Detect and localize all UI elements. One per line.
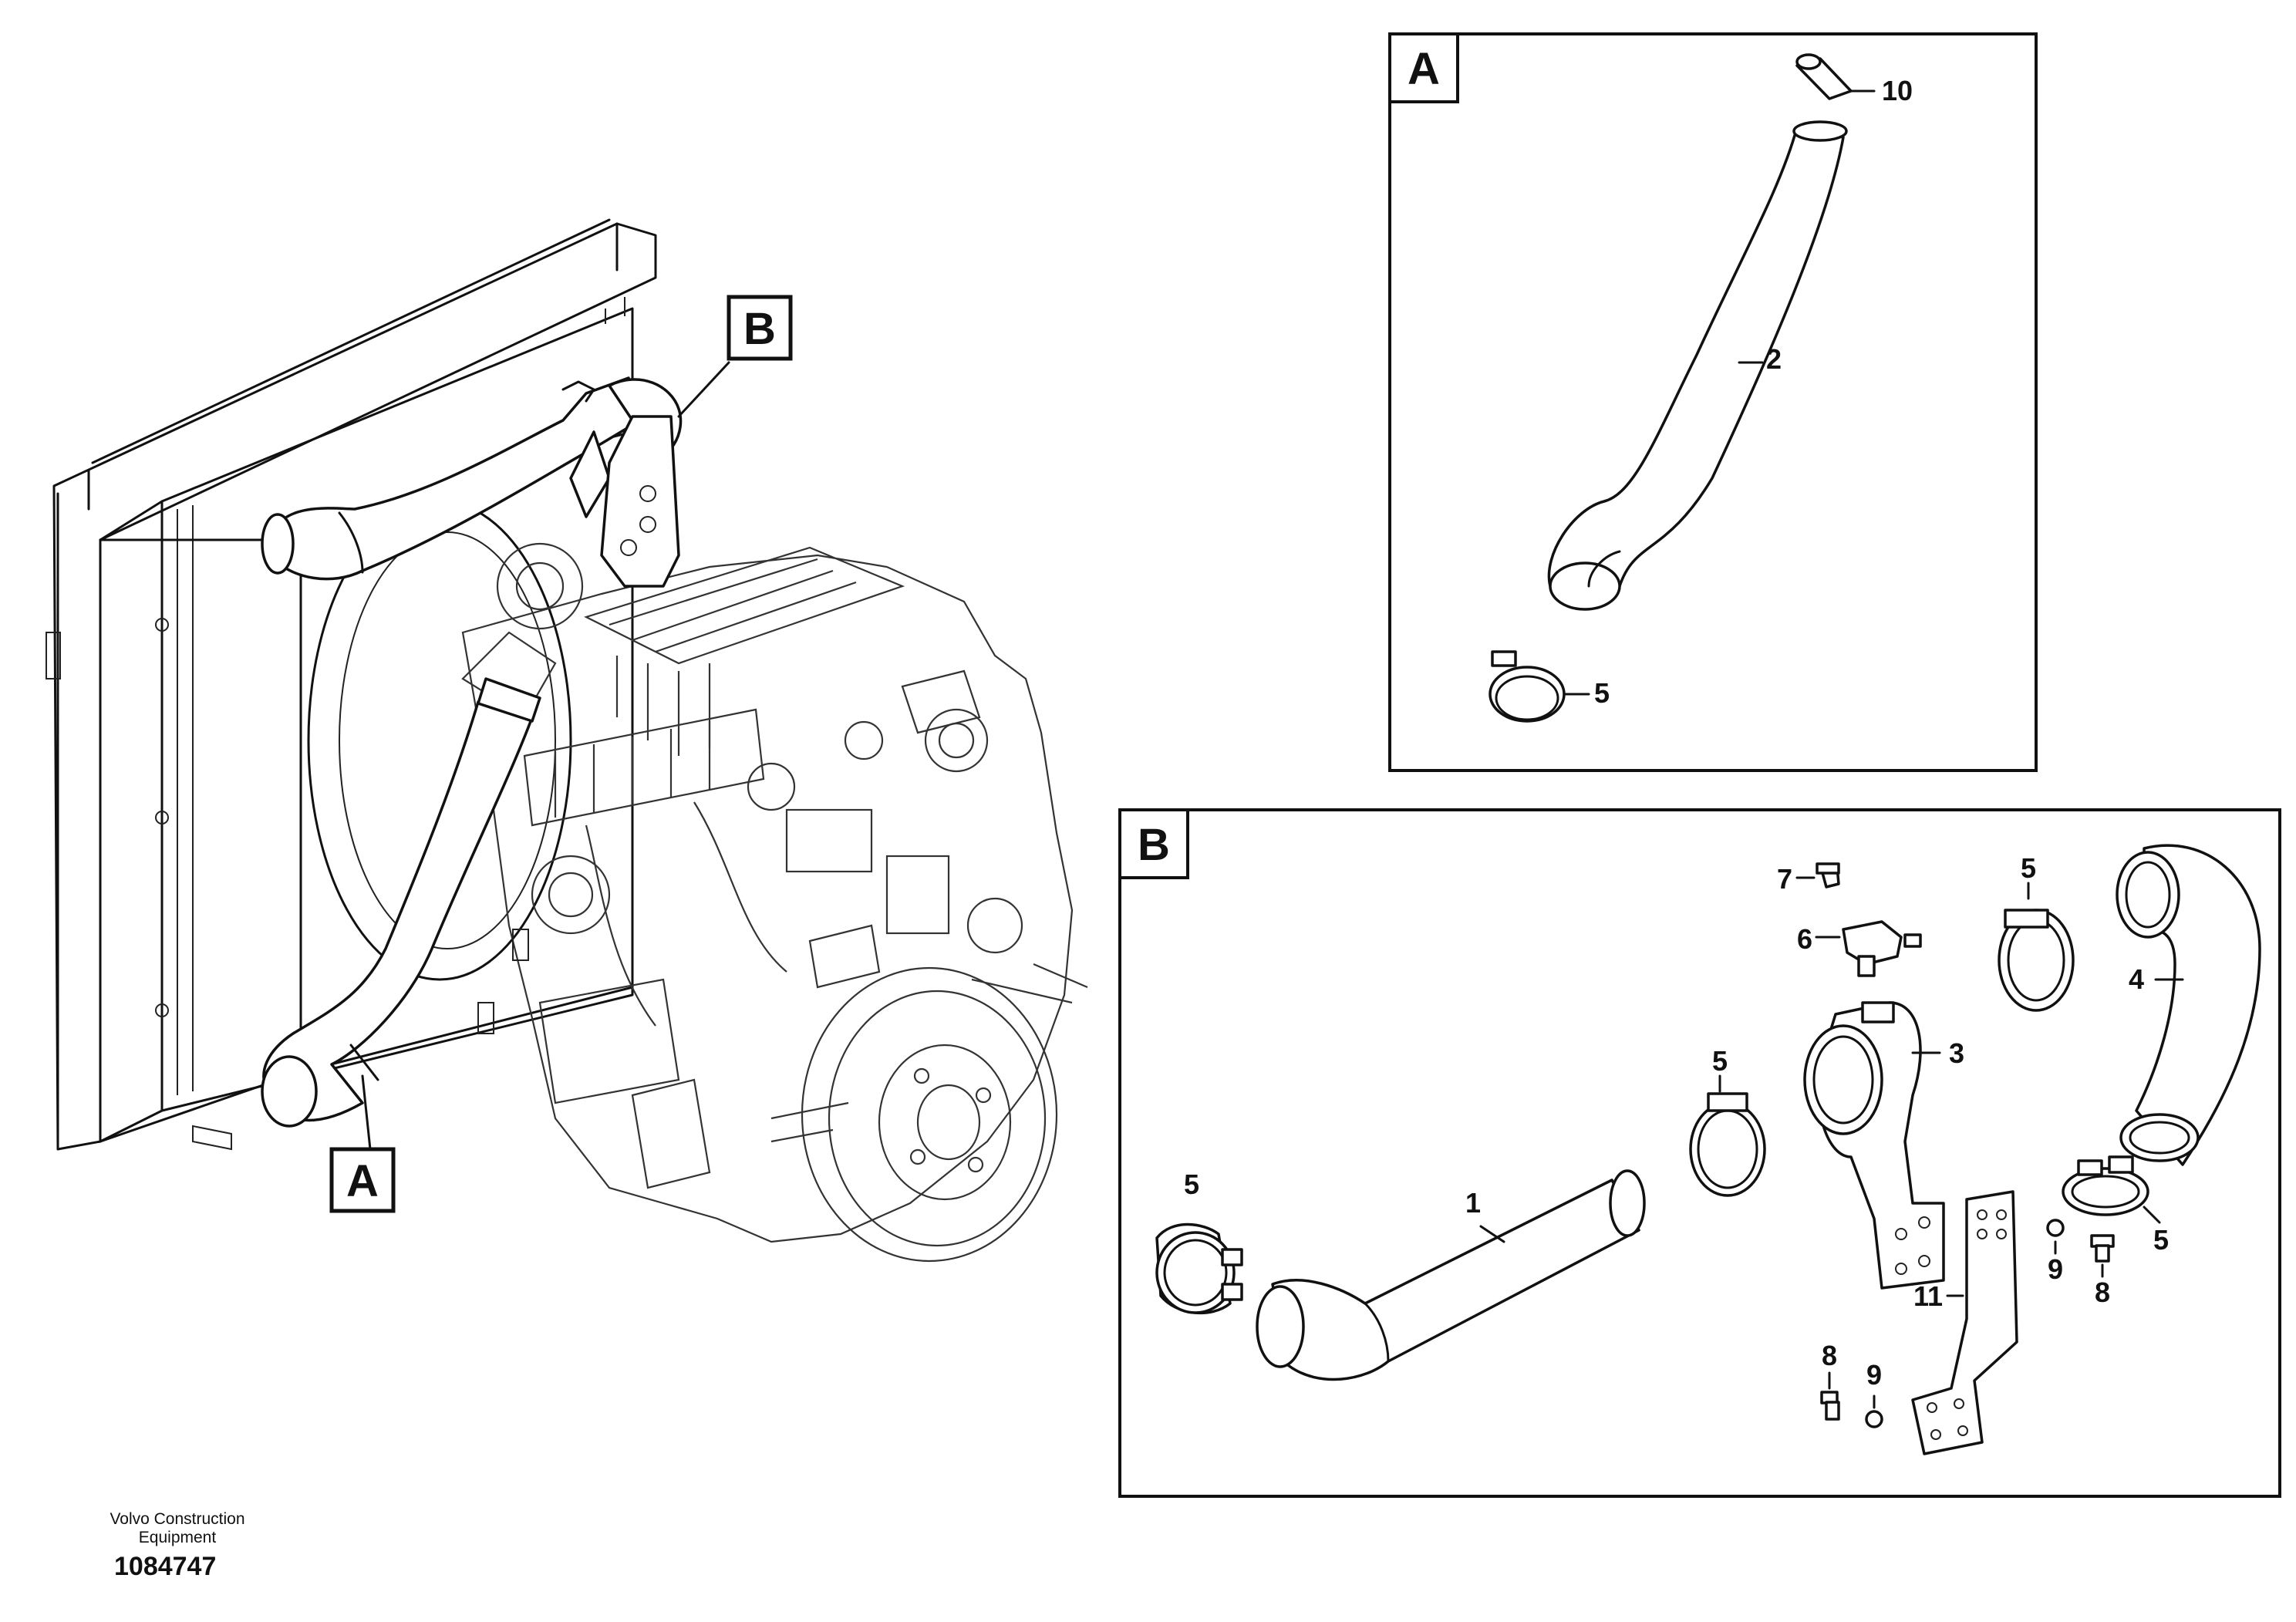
part-5-clamp-b-lower xyxy=(2062,1155,2149,1216)
label-part-3: 3 xyxy=(1949,1037,1964,1069)
leader-a xyxy=(361,1074,372,1151)
part-8-bolt-left xyxy=(1820,1391,1840,1421)
part-4-elbow-hose xyxy=(2116,844,2261,1166)
part-3-housing xyxy=(1803,1001,1945,1290)
part-5-clamp-a xyxy=(1489,650,1590,723)
label-part-6: 6 xyxy=(1797,923,1812,955)
part-10-plug xyxy=(1795,53,1876,100)
brand-label: Volvo Construction Equipment xyxy=(110,1510,245,1546)
label-part-8-left: 8 xyxy=(1822,1340,1837,1371)
part-1-pipe xyxy=(1256,1169,1646,1381)
main-callout-a: A xyxy=(329,1147,396,1213)
detail-a-label: A xyxy=(1408,44,1440,94)
part-5-clamp-b-upper xyxy=(1998,909,2075,1012)
label-part-5-a: 5 xyxy=(1594,677,1610,709)
detail-view-a: A xyxy=(1388,32,2038,772)
label-part-5-b-lower: 5 xyxy=(2153,1224,2169,1256)
main-callout-b-label: B xyxy=(743,304,776,354)
label-part-5-b-left: 5 xyxy=(1184,1168,1199,1200)
leader-b xyxy=(677,361,730,418)
part-8-bolt-right xyxy=(2090,1234,2115,1263)
label-part-5-b-upper: 5 xyxy=(2021,852,2036,884)
part-9-washer-left xyxy=(1865,1410,1883,1428)
label-part-1: 1 xyxy=(1465,1187,1481,1219)
part-6-sensor xyxy=(1842,920,1922,977)
detail-view-b: B xyxy=(1118,808,2281,1498)
label-part-11: 11 xyxy=(1913,1280,1943,1312)
part-11-bracket xyxy=(1911,1190,2018,1455)
main-callout-b: B xyxy=(727,295,793,361)
label-part-10: 10 xyxy=(1882,75,1913,106)
part-5-clamp-b-mid xyxy=(1689,1092,1766,1197)
label-part-9-right: 9 xyxy=(2048,1253,2063,1285)
part-5-clamp-b-left xyxy=(1155,1222,1243,1314)
label-part-5-b-mid: 5 xyxy=(1712,1045,1728,1077)
part-9-washer-right xyxy=(2046,1219,2065,1237)
document-number: 1084747 xyxy=(114,1552,217,1581)
charge-air-pipes xyxy=(261,376,683,1128)
label-part-9-left: 9 xyxy=(1866,1359,1882,1391)
engine-block xyxy=(461,542,1088,1263)
label-part-4: 4 xyxy=(2129,963,2144,995)
part-7-bolt xyxy=(1816,862,1840,889)
label-part-7: 7 xyxy=(1777,863,1792,895)
part-2-pipe xyxy=(1547,120,1848,611)
detail-b-label: B xyxy=(1138,820,1170,870)
main-callout-a-label: A xyxy=(346,1156,379,1206)
label-part-2: 2 xyxy=(1766,343,1782,375)
label-part-8-right: 8 xyxy=(2095,1276,2110,1308)
